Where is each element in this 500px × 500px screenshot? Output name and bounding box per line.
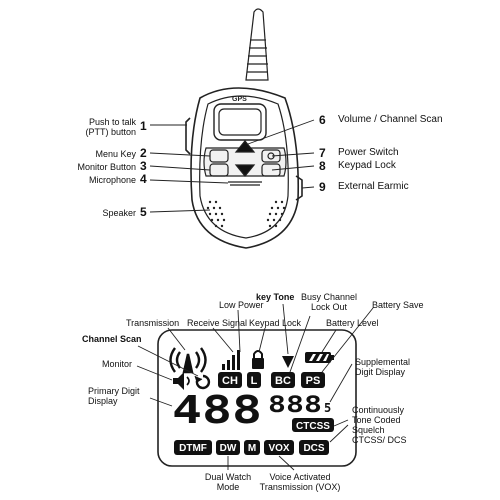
scan-icon <box>194 374 211 390</box>
ch-segment: CH <box>222 375 238 387</box>
label-busy-channel: Busy Channel Lock Out <box>300 292 358 312</box>
callout-num-2: 2 <box>140 146 147 160</box>
down-button[interactable] <box>234 164 256 177</box>
label-speaker: Speaker <box>102 208 136 218</box>
callout-num-1: 1 <box>140 119 147 133</box>
antenna <box>245 8 269 81</box>
label-primary-digit: Primary Digit Display <box>88 386 140 406</box>
label-vox: Voice Activated Transmission (VOX) <box>259 472 341 492</box>
dtmf-segment: DTMF <box>179 443 207 454</box>
callout-num-5: 5 <box>140 205 147 219</box>
callout-num-6: 6 <box>319 113 326 127</box>
dcs-segment-bg <box>299 440 329 455</box>
label-ctcss-dcs: Continuously Tone Coded Squelch CTCSS/ D… <box>352 405 407 445</box>
callout-num-4: 4 <box>140 172 147 186</box>
label-receive-signal: Receive Signal <box>187 318 248 328</box>
l-segment: L <box>251 375 258 387</box>
radio-illustration: GPS <box>185 8 303 249</box>
ctcss-segment: CTCSS <box>296 421 330 432</box>
lcd-leaders <box>136 303 374 471</box>
label-ptt: Push to talk (PTT) button <box>85 117 136 137</box>
label-power-switch: Power Switch <box>338 147 399 158</box>
vox-segment: VOX <box>268 443 289 454</box>
m-segment-bg <box>244 440 260 455</box>
key-tone-icon <box>282 356 294 368</box>
label-battery-save: Battery Save <box>372 300 424 310</box>
label-keypad-lock: Keypad Lock <box>338 160 396 171</box>
vox-segment-bg <box>264 440 294 455</box>
label-menu-key: Menu Key <box>95 149 136 159</box>
ch-segment-bg <box>218 372 242 388</box>
signal-bars-icon <box>222 350 240 370</box>
supplemental-suffix: 5 <box>324 401 331 415</box>
lock-button[interactable] <box>261 163 281 177</box>
speaker-grille <box>206 200 286 228</box>
label-dual-watch: Dual Watch Mode <box>204 472 252 492</box>
callout-num-9: 9 <box>319 180 326 194</box>
l-segment-bg <box>247 372 261 388</box>
label-monitor: Monitor <box>102 359 133 369</box>
battery-icon <box>305 352 334 363</box>
brand-logo: GPS <box>232 96 247 103</box>
power-button[interactable] <box>261 149 281 163</box>
label-microphone: Microphone <box>88 175 136 185</box>
label-low-power: Low Power <box>219 300 264 310</box>
up-button[interactable] <box>234 140 256 153</box>
ps-segment-bg <box>301 372 325 388</box>
label-channel-scan: Channel Scan <box>82 334 142 344</box>
monitor-speaker-icon <box>173 372 190 390</box>
callout-num-7: 7 <box>319 146 326 160</box>
label-transmission: Transmission <box>126 318 180 328</box>
label-volume-channel-scan: Volume / Channel Scan <box>338 114 443 125</box>
label-supplemental: Supplemental Digit Display <box>355 357 411 377</box>
primary-digits: 488 <box>172 388 262 432</box>
callout-num-3: 3 <box>140 159 147 173</box>
radio-leaders <box>149 119 315 213</box>
ctcss-segment-bg <box>292 418 334 432</box>
label-battery-level: Battery Level <box>326 318 379 328</box>
callout-num-8: 8 <box>319 159 326 173</box>
bc-segment: BC <box>275 375 291 387</box>
ptt-button[interactable] <box>185 117 191 155</box>
dcs-segment: DCS <box>303 443 324 454</box>
dw-segment-bg <box>216 440 240 455</box>
label-key-tone: key Tone <box>256 292 295 302</box>
dw-segment: DW <box>220 443 237 454</box>
radio-screen <box>213 103 267 141</box>
supplemental-digits: 888 <box>268 393 322 418</box>
label-external-earmic: External Earmic <box>338 181 409 192</box>
dtmf-segment-bg <box>174 440 212 455</box>
m-segment: M <box>248 443 256 454</box>
bc-segment-bg <box>271 372 295 388</box>
label-monitor-button: Monitor Button <box>77 162 136 172</box>
label-keypad-lock-lcd: Keypad Lock <box>249 318 302 328</box>
ps-segment: PS <box>306 375 321 387</box>
lock-icon <box>252 350 264 369</box>
